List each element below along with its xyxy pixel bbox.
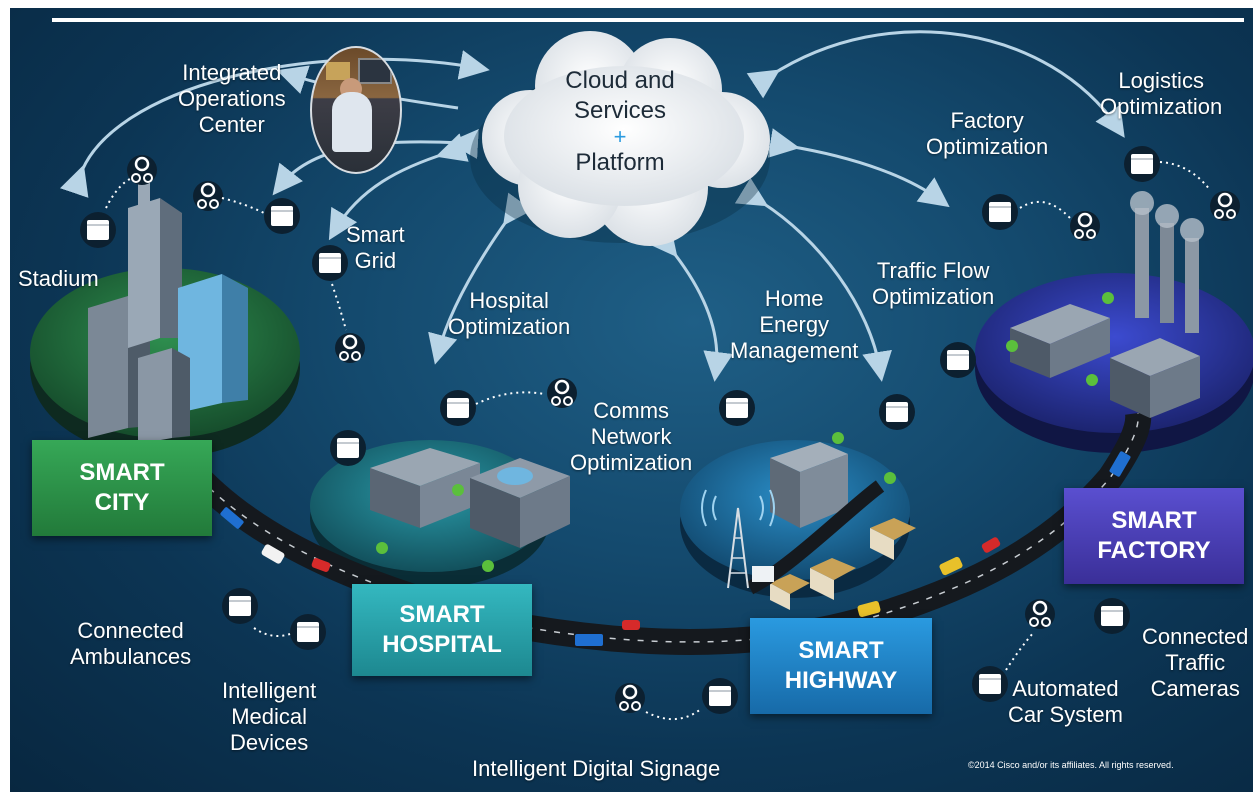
connection-arrows [59, 30, 1125, 382]
sensor-icon [1210, 191, 1240, 221]
gateway-box-icon [982, 194, 1018, 230]
cloud-line-3: Platform [575, 149, 665, 176]
gateway-box-icon [440, 390, 476, 426]
copyright-notice: ©2014 Cisco and/or its affiliates. All r… [968, 760, 1174, 770]
city-buildings [88, 172, 248, 444]
cloud-line-1: Cloud and [565, 67, 675, 94]
sensor-icon [335, 333, 365, 363]
truck-icon [1109, 451, 1131, 477]
gateway-box-icon [1124, 146, 1160, 182]
cloud-line-2: Services [573, 97, 667, 124]
gateway-box-icon [1094, 598, 1130, 634]
digital-signage-label: Intelligent Digital Signage [472, 756, 721, 781]
dotted-links [105, 161, 1211, 720]
gateway-box-icon [879, 394, 915, 430]
sensor-icon [1070, 211, 1100, 241]
car-icon [622, 620, 640, 630]
gateway-box-icon [222, 588, 258, 624]
cell-tower-icon [701, 489, 775, 589]
sensor-icon [127, 155, 157, 185]
gateway-box-icon [940, 342, 976, 378]
operations-center-photo [310, 46, 402, 174]
gateway-box-icon [290, 614, 326, 650]
bus-icon [220, 507, 244, 529]
cloud-icon [470, 31, 770, 246]
smart-connected-communities-diagram: Cloud and Services + Platform Integrated… [10, 8, 1253, 792]
gateway-box-icon [264, 198, 300, 234]
top-divider [52, 18, 1244, 22]
car-icon [311, 558, 331, 572]
sensor-icon [193, 181, 223, 211]
cloud-plus: + [613, 124, 627, 149]
car-icon [857, 601, 881, 617]
truck-icon [575, 634, 603, 646]
gateway-box-icon [719, 390, 755, 426]
sensor-icon [615, 683, 645, 713]
sensor-icon [1025, 599, 1055, 629]
ambulance-car-icon [261, 544, 285, 564]
car-icon [939, 556, 963, 576]
gateway-box-icon [312, 245, 348, 281]
gateway-box-icon [972, 666, 1008, 702]
car-icon [981, 537, 1001, 553]
gateway-box-icon [330, 430, 366, 466]
cloud-services-label: Cloud and Services + Platform [510, 66, 730, 178]
factory-buildings [1006, 191, 1204, 418]
gateway-box-icon [702, 678, 738, 714]
stadium-label: Stadium [18, 266, 99, 291]
hospital-buildings [370, 448, 570, 572]
diagram-artwork [30, 30, 1253, 720]
gateway-box-icon [80, 212, 116, 248]
sensor-icon [547, 378, 577, 408]
